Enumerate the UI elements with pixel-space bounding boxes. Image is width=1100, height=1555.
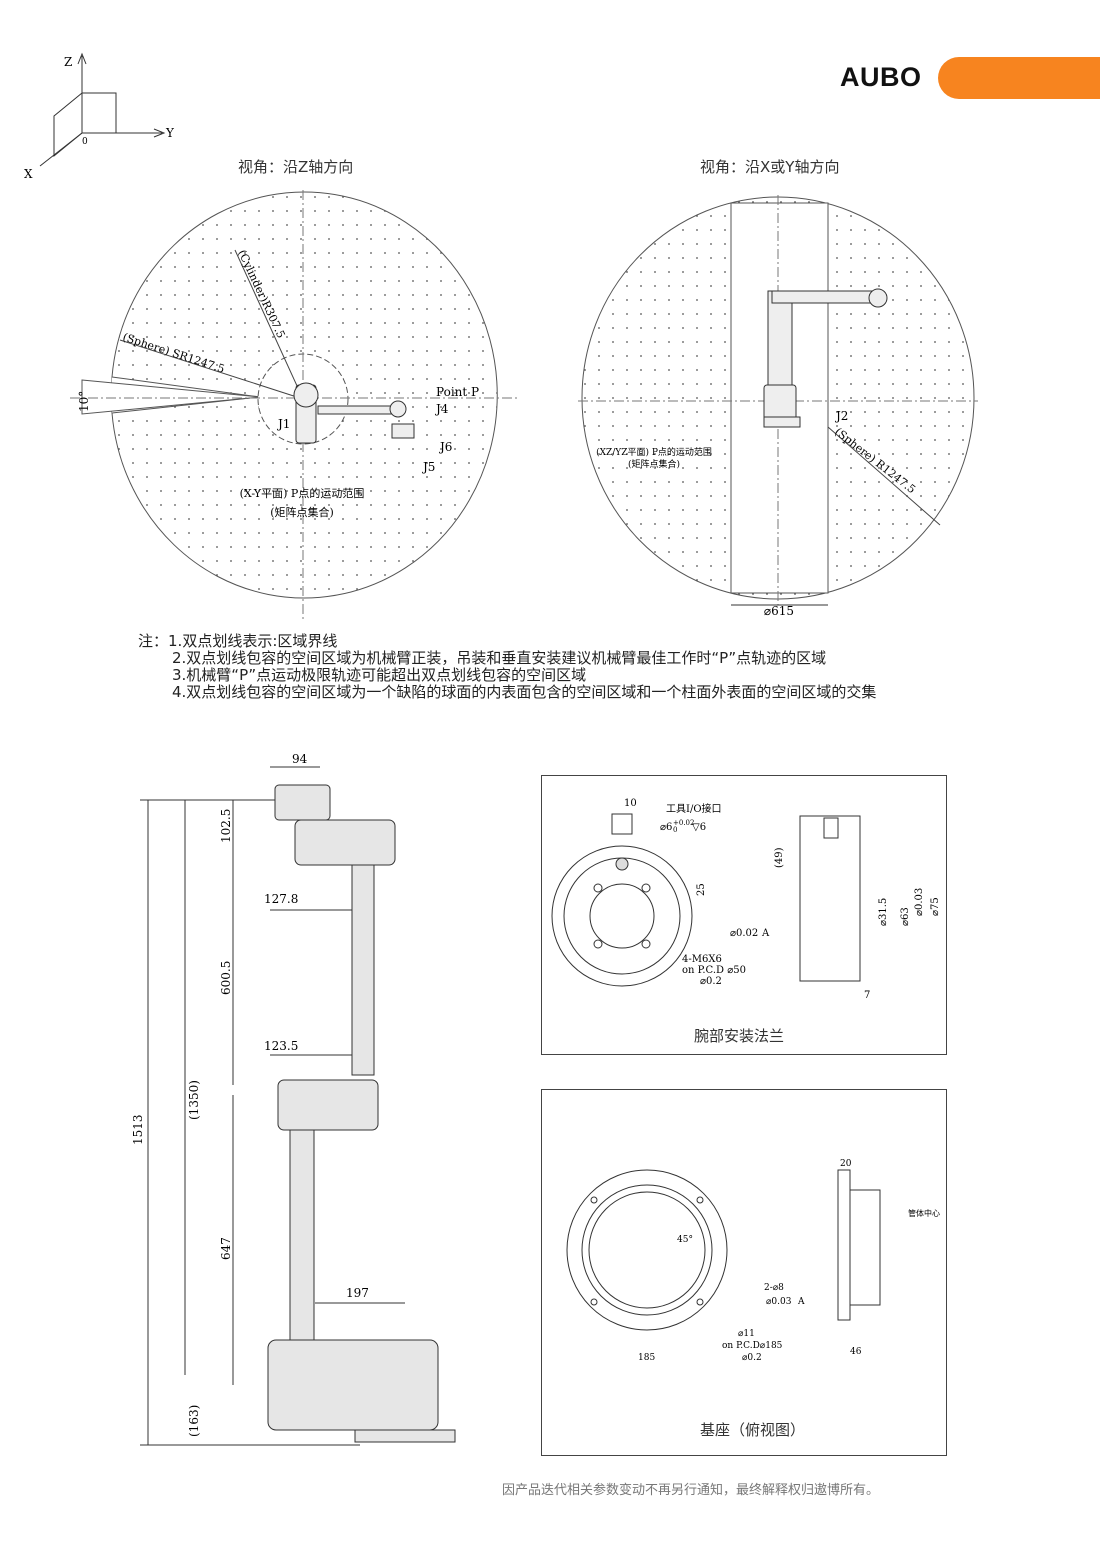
axes-icon: Z Y X 0 [24,52,175,181]
note-item: 4.双点划线包容的空间区域为一个缺陷的球面的内表面包含的空间区域和一个柱面外表面… [172,683,877,701]
diameter-label: ⌀615 [764,604,794,618]
base-hole11: ⌀11 [738,1329,755,1339]
j4-label: J4 [434,402,449,416]
view-xy-diagram: J2 (Sphere) R1247.5 (XZ/YZ平面) P点的运动范围 (矩… [578,195,978,618]
base-datum: A [797,1297,805,1307]
angle-label: 10° [77,391,91,412]
note-item: 2.双点划线包容的空间区域为机械臂正装，吊装和垂直安装建议机械臂最佳工作时“P”… [172,649,827,667]
pos-tol: ⌀0.02 [730,928,758,939]
flange-d25: 25 [696,883,707,896]
base-pins: 2-⌀8 [764,1283,784,1293]
note-item: 3.机械臂“P”点运动极限轨迹可能超出双点划线包容的空间区域 [172,666,587,684]
datum-a: A [761,928,770,939]
dim-123-5: 123.5 [264,1039,298,1053]
flange-d31-5: ⌀31.5 [878,898,889,926]
base-angle: 45° [677,1235,693,1245]
view-xy-title: 视角：沿X或Y轴方向 [700,158,840,176]
io-label: 工具I/O接口 [666,802,722,815]
footer-disclaimer: 因产品迭代相关参数变动不再另行通知，最终解释权归遨博所有。 [502,1483,880,1498]
flange-d49: (49) [774,847,785,868]
flange-drawing: 10 工具I/O接口 ⌀6 +0.02 0 ▽6 25 ⌀0.02 A 4-M6… [551,798,941,1001]
base-drawing-box [541,1089,947,1456]
dim-163: (163) [187,1405,201,1437]
flange-caption: 腕部安装法兰 [694,1027,785,1045]
note-item: 1.双点划线表示:区域界线 [168,632,338,650]
region-sub-label-xy: (矩阵点集合) [628,458,680,470]
axis-z-label: Z [64,55,72,69]
pcd-spec: on P.C.D ⌀50 [682,965,746,976]
dim-127-8: 127.8 [264,892,298,906]
region-label-xy: (XZ/YZ平面) P点的运动范围 [596,446,712,458]
axis-y-label: Y [165,126,175,140]
flange-drawing-box [541,775,947,1055]
base-pcd: on P.C.D⌀185 [722,1341,783,1351]
arm-dimension-drawing: 94 102.5 127.8 600.5 123.5 (1350) 1513 6… [131,752,456,1446]
base-d46: 46 [850,1347,862,1357]
base-pos2: ⌀0.2 [742,1353,762,1363]
flange-d10: 10 [624,798,637,809]
hole-tol-up: +0.02 [673,819,694,827]
holes-spec: 4-M6X6 [682,954,722,965]
flange-d63: ⌀63 [900,907,911,926]
dim-647: 647 [219,1237,233,1260]
base-d185: 185 [638,1353,655,1363]
notes: 注：1.双点划线表示:区域界线 2.双点划线包容的空间区域为机械臂正装，吊装和垂… [138,633,876,701]
base-d20: 20 [840,1159,852,1169]
brand-accent-tab [938,57,1100,99]
flange-d75: ⌀75 [930,897,941,916]
view-z-title: 视角：沿Z轴方向 [238,158,354,176]
base-center-label: 管体中心 [908,1208,940,1218]
base-pos1: ⌀0.03 [766,1297,792,1307]
view-z-diagram: 10° (Cylinder)R307.5 (Sphere) SR1247.5 P… [70,190,520,620]
dim-600-5: 600.5 [219,961,233,995]
base-caption: 基座（俯视图） [700,1421,806,1439]
point-p-label: Point P [436,385,479,399]
flange-conc: ⌀0.03 [914,888,925,916]
dim-1513: 1513 [131,1114,145,1145]
notes-prefix: 注： [138,632,169,650]
j6-label: J6 [438,440,452,454]
brand-logo: AUBO [840,62,922,92]
pos-tol2: ⌀0.2 [700,976,722,987]
dim-1350: (1350) [187,1080,201,1120]
flange-d7: 7 [864,990,870,1001]
dim-94: 94 [292,752,308,766]
dim-197: 197 [346,1286,369,1300]
j2-label: J2 [834,409,848,423]
j5-label: J5 [421,460,435,474]
axis-origin-label: 0 [82,137,88,147]
j1-label: J1 [276,417,290,431]
region-label: (X-Y平面) P点的运动范围 [240,486,365,500]
hole-dim: ⌀6 [660,822,672,833]
axis-x-label: X [24,167,33,181]
base-drawing: 45° 2-⌀8 ⌀0.03 A ⌀11 on P.C.D⌀185 ⌀0.2 1… [566,1159,940,1363]
hole-tol-low: 0 [673,826,677,834]
dim-102-5: 102.5 [219,809,233,843]
region-sub-label: (矩阵点集合) [270,505,334,519]
hole-depth: ▽6 [692,822,706,833]
